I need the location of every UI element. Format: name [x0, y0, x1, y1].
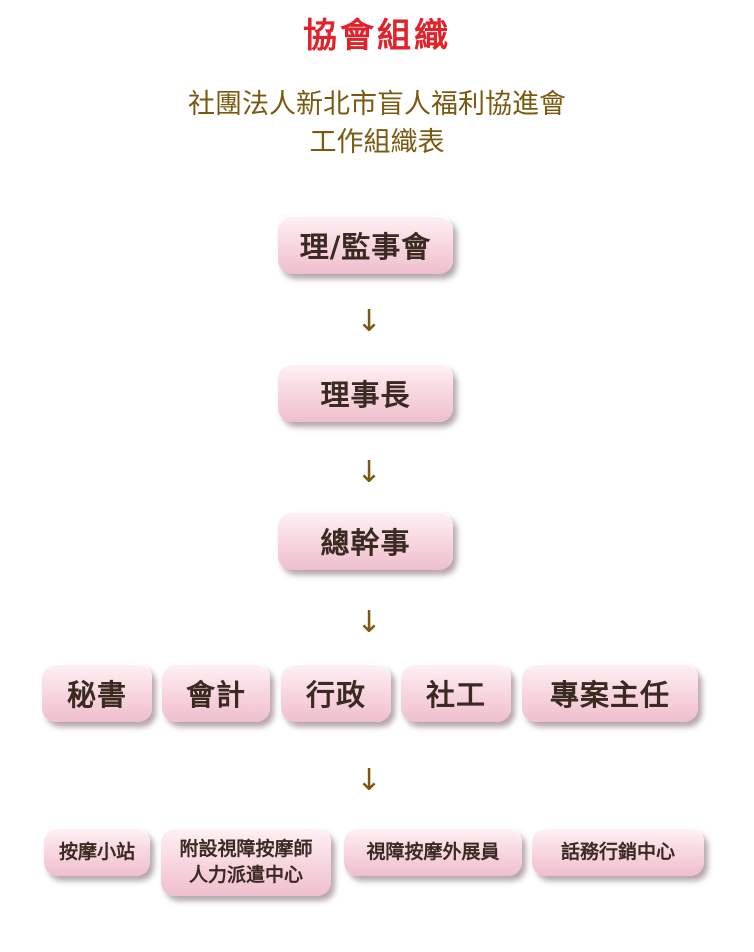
unit-label: 附設視障按摩師	[179, 838, 313, 860]
chairman-label: 理事長	[320, 378, 411, 412]
unit-box-telemarketing-center: 話務行銷中心	[532, 828, 704, 876]
staff-label: 秘書	[66, 678, 127, 712]
staff-label: 專案主任	[549, 678, 670, 712]
arrow-down-icon: ↓	[356, 304, 382, 339]
arrow-down-icon: ↓	[356, 605, 382, 640]
chairman-box: 理事長	[278, 364, 453, 422]
staff-label: 行政	[305, 678, 366, 712]
staff-box-secretary: 秘書	[42, 664, 152, 722]
unit-box-massage-station: 按摩小站	[44, 828, 150, 876]
arrow-down-icon: ↓	[356, 455, 382, 490]
unit-label: 按摩小站	[58, 841, 135, 863]
staff-label: 會計	[185, 678, 246, 712]
arrow-down-icon: ↓	[356, 763, 382, 798]
staff-box-social-work: 社工	[401, 664, 511, 722]
board-label: 理/監事會	[299, 230, 432, 264]
unit-label: 視障按摩外展員	[366, 841, 500, 863]
unit-box-dispatch-center: 附設視障按摩師 人力派遣中心	[161, 828, 331, 896]
secretary-general-label: 總幹事	[320, 526, 411, 560]
board-box: 理/監事會	[278, 216, 453, 274]
unit-label-line2: 人力派遣中心	[188, 864, 303, 886]
secretary-general-box: 總幹事	[278, 512, 453, 570]
unit-label: 話務行銷中心	[560, 841, 675, 863]
staff-box-project-director: 專案主任	[522, 664, 698, 722]
staff-label: 社工	[425, 678, 486, 712]
staff-box-administration: 行政	[281, 664, 391, 722]
chart-subtitle: 工作組織表	[309, 127, 445, 158]
staff-box-accounting: 會計	[162, 664, 270, 722]
organization-name: 社團法人新北市盲人福利協進會	[188, 89, 566, 120]
page-title: 協會組織	[303, 16, 451, 56]
unit-box-outreach-massage: 視障按摩外展員	[344, 828, 522, 876]
